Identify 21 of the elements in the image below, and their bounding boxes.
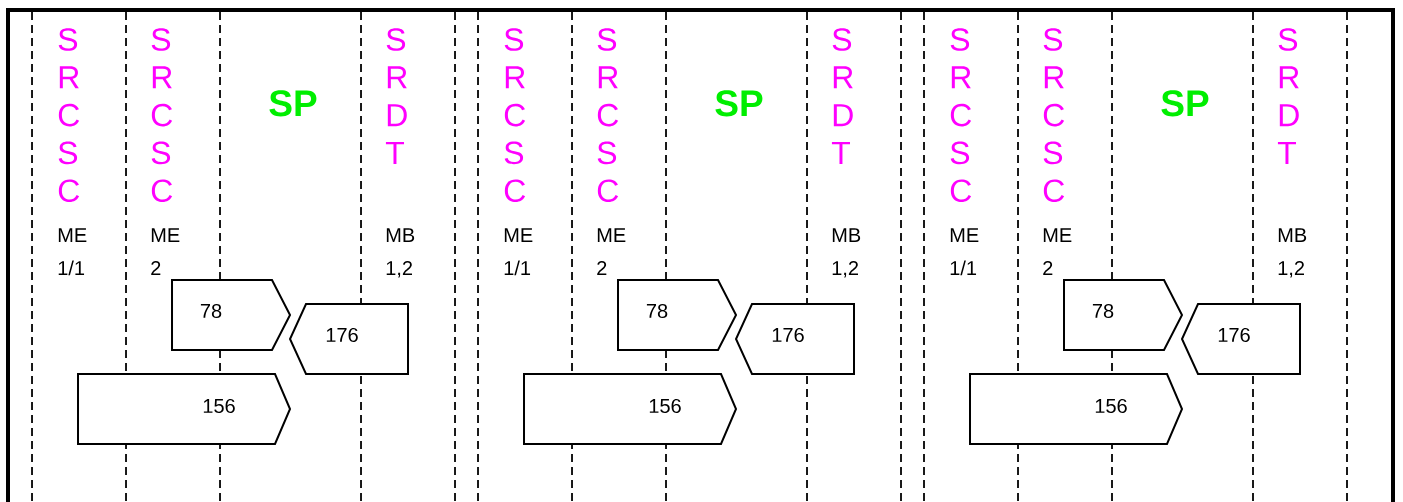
chamber-label: ME 1/1 bbox=[950, 228, 979, 276]
arrow-box: 156 bbox=[77, 373, 292, 445]
vertical-label: S R C S C bbox=[597, 28, 619, 203]
vertical-label: S R C S C bbox=[151, 28, 173, 203]
section-label: SP bbox=[1161, 90, 1209, 117]
arrow-box: 156 bbox=[523, 373, 738, 445]
vertical-label: S R C S C bbox=[504, 28, 526, 203]
arrow-box: 78 bbox=[171, 279, 292, 351]
chamber-label: ME 1/1 bbox=[504, 228, 533, 276]
arrow-box: 78 bbox=[1063, 279, 1184, 351]
vertical-label: S R C S C bbox=[58, 28, 80, 203]
arrow-box: 78 bbox=[617, 279, 738, 351]
vertical-label: S R D T bbox=[831, 28, 853, 164]
arrow-box: 156 bbox=[969, 373, 1184, 445]
vertical-label: S R C S C bbox=[1043, 28, 1065, 203]
vertical-label: S R C S C bbox=[950, 28, 972, 203]
chamber-label: ME 1/1 bbox=[58, 228, 87, 276]
section-label: SP bbox=[715, 90, 763, 117]
section-label: SP bbox=[269, 90, 317, 117]
vertical-label: S R D T bbox=[1277, 28, 1299, 164]
vertical-label: S R D T bbox=[385, 28, 407, 164]
